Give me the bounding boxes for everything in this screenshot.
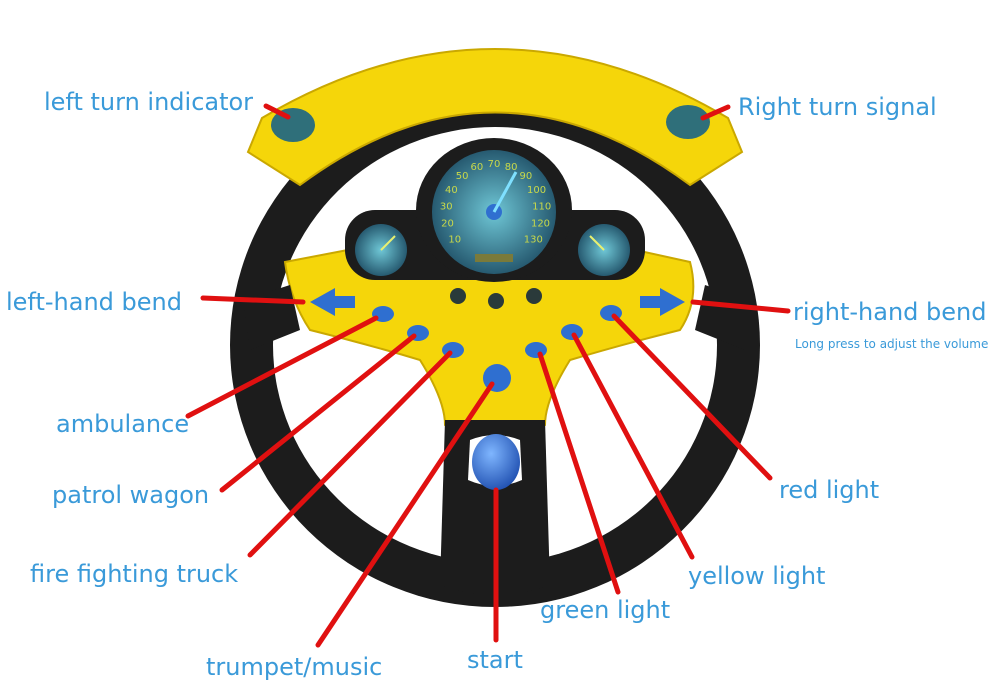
speed-tick-label: 10 xyxy=(448,235,461,246)
speed-tick-label: 60 xyxy=(471,162,484,173)
right-bend-button xyxy=(640,288,685,316)
label-red-light: red light xyxy=(779,476,880,504)
speed-tick-label: 70 xyxy=(488,159,501,170)
label-left-turn-indicator: left turn indicator xyxy=(44,88,254,116)
start-knob xyxy=(472,434,520,490)
pointer-lines xyxy=(185,103,791,648)
speed-tick-label: 80 xyxy=(505,162,518,173)
right-turn-lamp xyxy=(666,105,710,139)
left-bend-button xyxy=(310,288,355,316)
speed-tick-label: 20 xyxy=(441,219,454,230)
label-ambulance: ambulance xyxy=(56,410,190,438)
label-start: start xyxy=(467,646,523,674)
label-green-light: green light xyxy=(540,596,671,624)
label-yellow-light: yellow light xyxy=(688,562,826,590)
speed-tick-label: 30 xyxy=(440,201,453,212)
speed-tick-label: 50 xyxy=(456,171,469,182)
speed-tick-label: 100 xyxy=(527,185,546,196)
speed-tick-label: 130 xyxy=(524,235,543,246)
speed-tick-label: 120 xyxy=(531,219,550,230)
label-patrol-wagon: patrol wagon xyxy=(52,481,210,509)
label-fire-fighting-truck: fire fighting truck xyxy=(30,560,239,588)
label-right-turn-signal: Right turn signal xyxy=(738,93,937,121)
label-right-hand-bend-note: Long press to adjust the volume xyxy=(795,337,989,351)
speed-tick-label: 90 xyxy=(520,171,533,182)
wheel-top-yellow-arc xyxy=(246,48,744,187)
speed-tick-label: 110 xyxy=(532,201,551,212)
yellow-light-button xyxy=(561,324,583,340)
label-right-hand-bend: right-hand bend xyxy=(793,298,987,326)
green-light-button xyxy=(525,342,547,358)
label-trumpet-music: trumpet/music xyxy=(206,653,383,681)
speed-tick-label: 40 xyxy=(445,185,458,196)
label-left-hand-bend: left-hand bend xyxy=(6,288,182,316)
